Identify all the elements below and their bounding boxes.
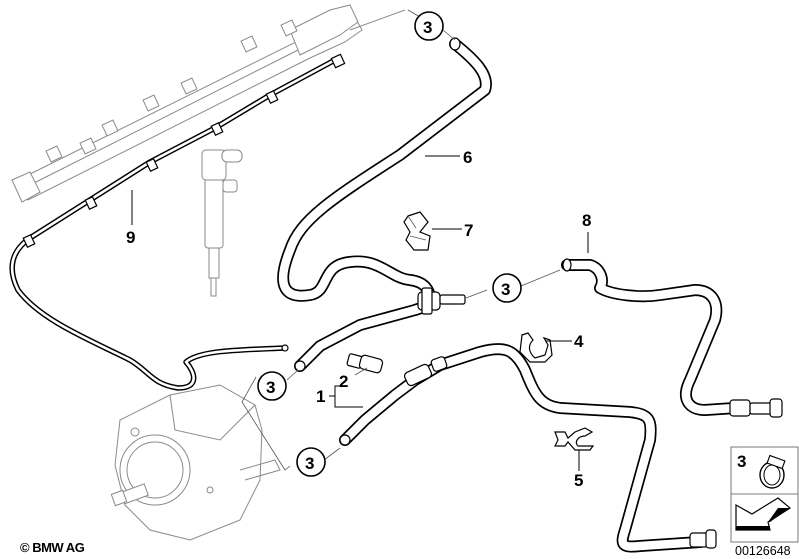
- t-junction: [417, 287, 466, 315]
- legend-part-label: 3: [737, 452, 746, 471]
- clip-4: [519, 332, 553, 363]
- holder-clip-7: [403, 211, 431, 251]
- callout-1[interactable]: 1: [316, 387, 325, 406]
- callout-3-mid[interactable]: 3: [492, 273, 522, 303]
- sensor-2: [346, 353, 384, 374]
- injector-ghost: [201, 149, 243, 297]
- callout-7[interactable]: 7: [464, 221, 473, 240]
- callout-3-label: 3: [305, 454, 314, 473]
- return-hose-6: [277, 37, 492, 306]
- callout-3-top[interactable]: 3: [414, 11, 444, 41]
- callout-9[interactable]: 9: [126, 228, 135, 247]
- rail-ports: [45, 19, 298, 163]
- leader-lines: [131, 9, 589, 471]
- callout-3-bottom[interactable]: 3: [296, 447, 326, 477]
- fuel-hose-8: [561, 258, 783, 418]
- t-fittings: [22, 53, 346, 249]
- hose-assembly-1: [339, 343, 717, 553]
- legend-box: 3: [730, 446, 799, 543]
- clip-5: [554, 427, 595, 451]
- callout-6[interactable]: 6: [463, 148, 472, 167]
- leak-off-line-9: [9, 53, 346, 391]
- callout-3-left[interactable]: 3: [257, 371, 287, 401]
- fuel-rail-ghost: [11, 4, 406, 203]
- high-pressure-pump-ghost: [110, 384, 281, 541]
- copyright-notice: © BMW AG: [20, 540, 85, 555]
- direction-arrow-icon: [735, 497, 792, 531]
- callout-2[interactable]: 2: [339, 372, 348, 391]
- callout-3-label: 3: [266, 378, 275, 397]
- callout-8[interactable]: 8: [582, 211, 591, 230]
- callout-5[interactable]: 5: [574, 471, 583, 490]
- hose-clamp-icon: [759, 454, 786, 489]
- callout-3-label: 3: [501, 280, 510, 299]
- callout-3-label: 3: [423, 18, 432, 37]
- callout-4[interactable]: 4: [574, 332, 584, 351]
- document-number: 00126648: [735, 544, 791, 558]
